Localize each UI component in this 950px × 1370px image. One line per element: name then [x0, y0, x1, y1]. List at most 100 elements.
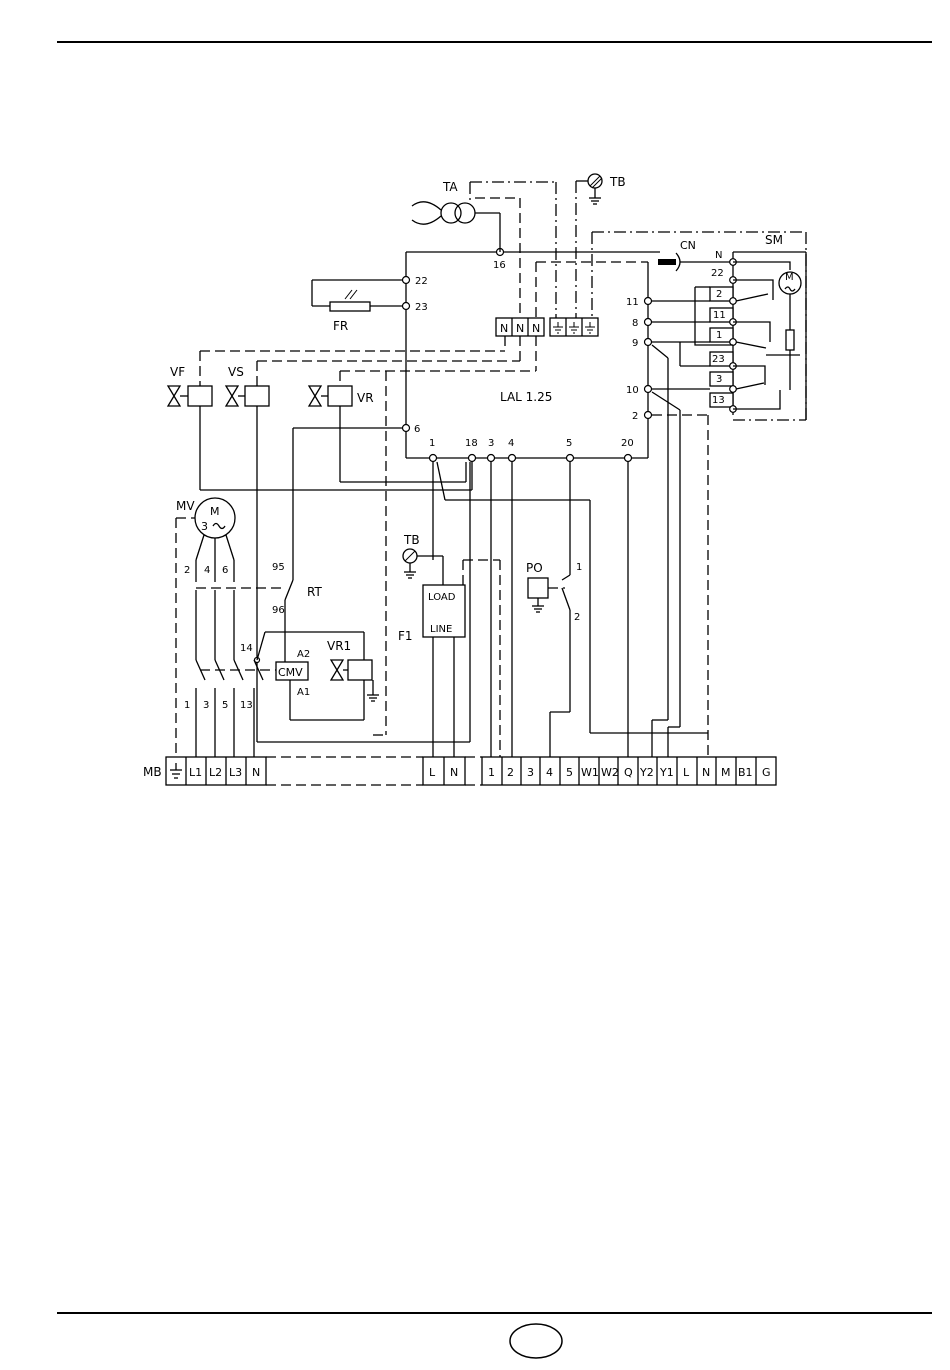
label-components-F1: F1 — [398, 629, 413, 643]
valve-vf: VF — [168, 365, 212, 406]
label-contactor_labels-3: 13 — [240, 700, 253, 711]
label-lal_terminals-b20: 20 — [621, 438, 634, 449]
label-mb_terminals-2: L3 — [229, 766, 242, 779]
label-mb_terminals-9: 4 — [546, 766, 553, 779]
label-contactor_labels-2: 5 — [222, 700, 228, 711]
label-lal_neutrals-0: N — [500, 322, 508, 335]
flame-sensor-fr: FR — [312, 280, 403, 333]
label-sm_labels-7: 13 — [712, 395, 725, 406]
label-components-VS: VS — [228, 365, 244, 379]
lal-terminals-left: 16 22 23 6 — [403, 249, 506, 436]
label-mb_terminals-16: L — [683, 766, 690, 779]
label-lal_terminals-t8: 8 — [632, 318, 638, 329]
label-components-TA: TA — [442, 180, 458, 194]
label-rt_labels-b: 96 — [272, 605, 285, 616]
label-mb_terminals-6: 1 — [488, 766, 495, 779]
label-lal_terminals-t22: 22 — [415, 276, 428, 287]
label-po_labels-one: 1 — [576, 562, 582, 573]
label-components-CN: CN — [680, 239, 696, 252]
label-mb_terminals-13: Q — [624, 766, 633, 779]
label-components-MB: MB — [143, 765, 162, 779]
label-contactor_labels-0: 1 — [184, 700, 190, 711]
label-mb_terminals-7: 2 — [507, 766, 514, 779]
lal-neutral-block: N N N — [496, 318, 544, 336]
lal-title: LAL 1.25 — [500, 390, 552, 404]
cn-connector: CN — [658, 239, 696, 271]
valve-vs: VS — [226, 365, 269, 406]
label-lal_terminals-b18: 18 — [465, 438, 478, 449]
label-mb_terminals-14: Y2 — [639, 766, 654, 779]
label-components-CMV: CMV — [278, 666, 303, 679]
label-cmv_labels-a2: A2 — [297, 649, 310, 660]
servo-motor-sm: SM N 22 2 11 1 23 3 13 M — [695, 233, 806, 420]
label-mb_terminals-11: W1 — [581, 766, 599, 779]
label-lal_terminals-b5: 5 — [566, 438, 572, 449]
pressure-switch-po: PO 1 2 — [526, 561, 582, 757]
label-components-PO: PO — [526, 561, 543, 575]
label-components-VF: VF — [170, 365, 185, 379]
label-cmv_labels-a1: A1 — [297, 687, 310, 698]
label-contactor_labels-1: 3 — [203, 700, 209, 711]
fan-motor-mv: MV M 3 2 4 6 — [176, 498, 285, 757]
label-lal_terminals-t6: 6 — [414, 424, 420, 435]
label-mb_terminals-5: N — [450, 766, 458, 779]
label-mv_contacts-1: 4 — [204, 565, 210, 576]
label-lal_terminals-t9: 9 — [632, 338, 638, 349]
label-mb_terminals-1: L2 — [209, 766, 222, 779]
tb-mid-earth: TB — [403, 533, 443, 585]
ignition-transformer: TA — [412, 180, 556, 318]
label-lal_neutrals-2: N — [532, 322, 540, 335]
label-sm_labels-6: 3 — [716, 374, 722, 385]
label-components-line: LINE — [430, 624, 452, 635]
label-mb_terminals-0: L1 — [189, 766, 202, 779]
label-sm_labels-1: 22 — [711, 268, 724, 279]
label-mb_terminals-4: L — [429, 766, 436, 779]
label-sm_labels-5: 23 — [712, 354, 725, 365]
label-components-VR1: VR1 — [327, 639, 351, 653]
label-mv_contacts-2: 6 — [222, 565, 228, 576]
lal-control-box: LAL 1.25 — [406, 252, 730, 458]
label-mb_terminals-20: G — [762, 766, 771, 779]
label-lal_terminals-b4: 4 — [508, 438, 514, 449]
lal-earth-block — [550, 318, 598, 336]
label-lal_terminals-t11: 11 — [626, 297, 639, 308]
valve-vr: VR — [309, 386, 374, 406]
label-components-TB_mid: TB — [403, 533, 420, 547]
label-rt_labels-a: 95 — [272, 562, 285, 573]
label-components-VR: VR — [357, 391, 374, 405]
filter-f1: LOAD LINE F1 — [398, 560, 500, 757]
valve-vr1: VR1 — [327, 632, 379, 720]
label-sm_labels-4: 1 — [716, 330, 722, 341]
label-mb_terminals-17: N — [702, 766, 710, 779]
label-components-MV: MV — [176, 499, 195, 513]
label-lal_terminals-t16: 16 — [493, 260, 506, 271]
label-mb_terminals-18: M — [721, 766, 731, 779]
terminal-strip-mb: MB L1 L2 L3 N L — [143, 757, 776, 785]
label-lal_terminals-t10: 10 — [626, 385, 639, 396]
page-badge — [510, 1324, 562, 1358]
label-mb_terminals-12: W2 — [601, 766, 619, 779]
label-sm_labels-0: N — [715, 250, 722, 261]
label-components-RT: RT — [307, 585, 322, 599]
thermal-relay-rt: 95 96 RT — [272, 562, 322, 662]
label-lal_terminals-b3: 3 — [488, 438, 494, 449]
label-lal_neutrals-1: N — [516, 322, 524, 335]
label-lal_terminals-t2: 2 — [632, 411, 638, 422]
label-sm_labels-2: 2 — [716, 289, 722, 300]
tb-top-earth: TB — [576, 174, 626, 318]
label-sm_labels-3: 11 — [713, 310, 726, 321]
label-components-motor_m: M — [210, 505, 220, 518]
label-contactor_labels-4: 14 — [240, 643, 253, 654]
label-components-TB_top: TB — [609, 175, 626, 189]
label-mb_terminals-10: 5 — [566, 766, 573, 779]
label-mb_terminals-3: N — [252, 766, 260, 779]
label-mb_terminals-8: 3 — [527, 766, 534, 779]
label-components-motor_3: 3 — [201, 520, 208, 533]
label-mb_terminals-15: Y1 — [659, 766, 674, 779]
label-sm_motor: M — [785, 272, 794, 283]
label-components-SM: SM — [765, 233, 783, 247]
label-mv_contacts-0: 2 — [184, 565, 190, 576]
label-components-FR: FR — [333, 319, 348, 333]
label-components-load: LOAD — [428, 592, 456, 603]
